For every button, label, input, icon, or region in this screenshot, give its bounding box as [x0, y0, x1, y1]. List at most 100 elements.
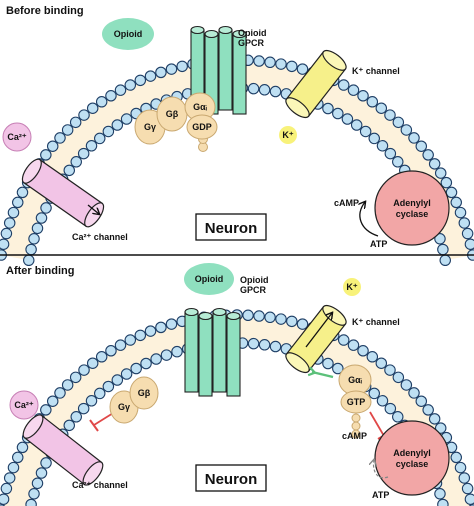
lipid-bead [111, 119, 124, 131]
lipid-bead [16, 186, 29, 199]
svg-text:K⁺: K⁺ [346, 282, 357, 292]
svg-text:Gβ: Gβ [166, 109, 179, 119]
lipid-bead [286, 315, 298, 328]
lipid-bead [437, 243, 449, 256]
lipid-bead [392, 411, 404, 423]
lipid-bead [384, 147, 397, 160]
lipid-bead [341, 113, 354, 125]
lipid-bead [85, 395, 98, 407]
lipid-bead [160, 349, 173, 361]
lipid-bead [54, 132, 66, 144]
lipid-bead [61, 124, 74, 136]
lipid-bead [11, 196, 24, 209]
svg-text:GTP: GTP [347, 397, 366, 407]
lipid-bead [434, 167, 447, 179]
reduced-camp-arrow [374, 460, 389, 479]
lipid-bead [450, 451, 463, 464]
panel-heading: Before binding [6, 5, 84, 17]
potassium-channel-activation-arrow [307, 366, 334, 379]
lipid-bead [3, 217, 16, 229]
svg-text:Opioid: Opioid [195, 274, 224, 284]
gdp-molecule [186, 114, 218, 140]
lipid-bead [25, 243, 37, 256]
lipid-bead [144, 325, 157, 337]
lipid-bead [105, 90, 117, 102]
lipid-bead [134, 74, 147, 87]
lipid-bead [130, 362, 142, 375]
svg-text:ATP: ATP [372, 490, 389, 500]
lipid-bead [114, 339, 127, 351]
potassium-channel [285, 304, 347, 374]
lipid-bead [296, 318, 309, 330]
lipid-bead [70, 156, 82, 168]
lipid-bead [0, 482, 13, 495]
lipid-bead [86, 357, 99, 369]
lipid-bead [357, 90, 369, 102]
lipid-bead [384, 364, 396, 376]
svg-text:After binding: After binding [6, 265, 74, 277]
gpcr-helix-top [226, 311, 241, 321]
lipid-bead [31, 222, 44, 235]
lipid-bead [140, 357, 152, 370]
svg-text:GDP: GDP [192, 122, 212, 132]
calcium-ion: Ca²⁺ [9, 390, 39, 420]
svg-text:Gαᵢ: Gαᵢ [193, 102, 208, 112]
gpcr-helix-top [218, 25, 233, 35]
lipid-bead [111, 374, 124, 386]
lipid-bead [461, 482, 474, 495]
lipid-bead [247, 337, 260, 350]
lipid-bead [286, 60, 298, 73]
lipid-bead [347, 339, 360, 351]
lipid-bead [40, 457, 52, 469]
lipid-bead [144, 70, 157, 82]
svg-text:Gγ: Gγ [118, 402, 130, 412]
lipid-bead [375, 102, 388, 114]
lipid-bead [258, 84, 271, 96]
lipid-bead [46, 395, 59, 407]
lipid-bead [40, 404, 52, 416]
lipid-bead [16, 441, 29, 454]
lipid-bead [408, 132, 420, 144]
lipid-bead [337, 79, 350, 91]
lipid-bead [54, 387, 66, 399]
lipid-bead [384, 109, 396, 121]
lipid-bead [392, 371, 405, 384]
lipid-bead [384, 402, 397, 415]
gpcr-helix [184, 311, 199, 393]
lipid-bead [350, 119, 363, 131]
gpcr-helix [198, 315, 213, 397]
gpcr-helix-top [190, 25, 205, 35]
gpcr-helix-top [184, 307, 199, 317]
lipid-bead [150, 353, 162, 365]
lipid-bead [7, 461, 20, 474]
calcium-channel [22, 414, 104, 486]
lipid-bead [428, 413, 441, 425]
lipid-bead [40, 202, 52, 214]
svg-text:K⁺ channel: K⁺ channel [352, 317, 400, 327]
lipid-bead [400, 379, 413, 391]
potassium-channel-label: K⁺ channel [352, 66, 400, 76]
lipid-bead [275, 313, 287, 325]
lipid-bead [375, 357, 388, 369]
svg-text:K⁺: K⁺ [282, 130, 293, 140]
lipid-bead [0, 493, 10, 505]
svg-text:cAMP: cAMP [342, 431, 367, 441]
lipid-bead [61, 379, 74, 391]
lipid-bead [120, 368, 133, 380]
lipid-bead [23, 254, 35, 267]
lipid-bead [86, 102, 99, 114]
potassium-channel [285, 49, 347, 119]
lipid-bead [78, 109, 90, 121]
lipid-bead [77, 402, 90, 415]
gpcr-helix [226, 315, 241, 397]
lipid-bead [69, 116, 82, 129]
lipid-bead [461, 227, 474, 240]
lipid-bead [70, 411, 82, 423]
lipid-bead [322, 357, 334, 370]
lipid-bead [366, 351, 379, 363]
calcium-channel-label: Ca²⁺ channel [72, 232, 128, 242]
gpcr-helix-top [212, 307, 227, 317]
lipid-bead [155, 66, 167, 79]
